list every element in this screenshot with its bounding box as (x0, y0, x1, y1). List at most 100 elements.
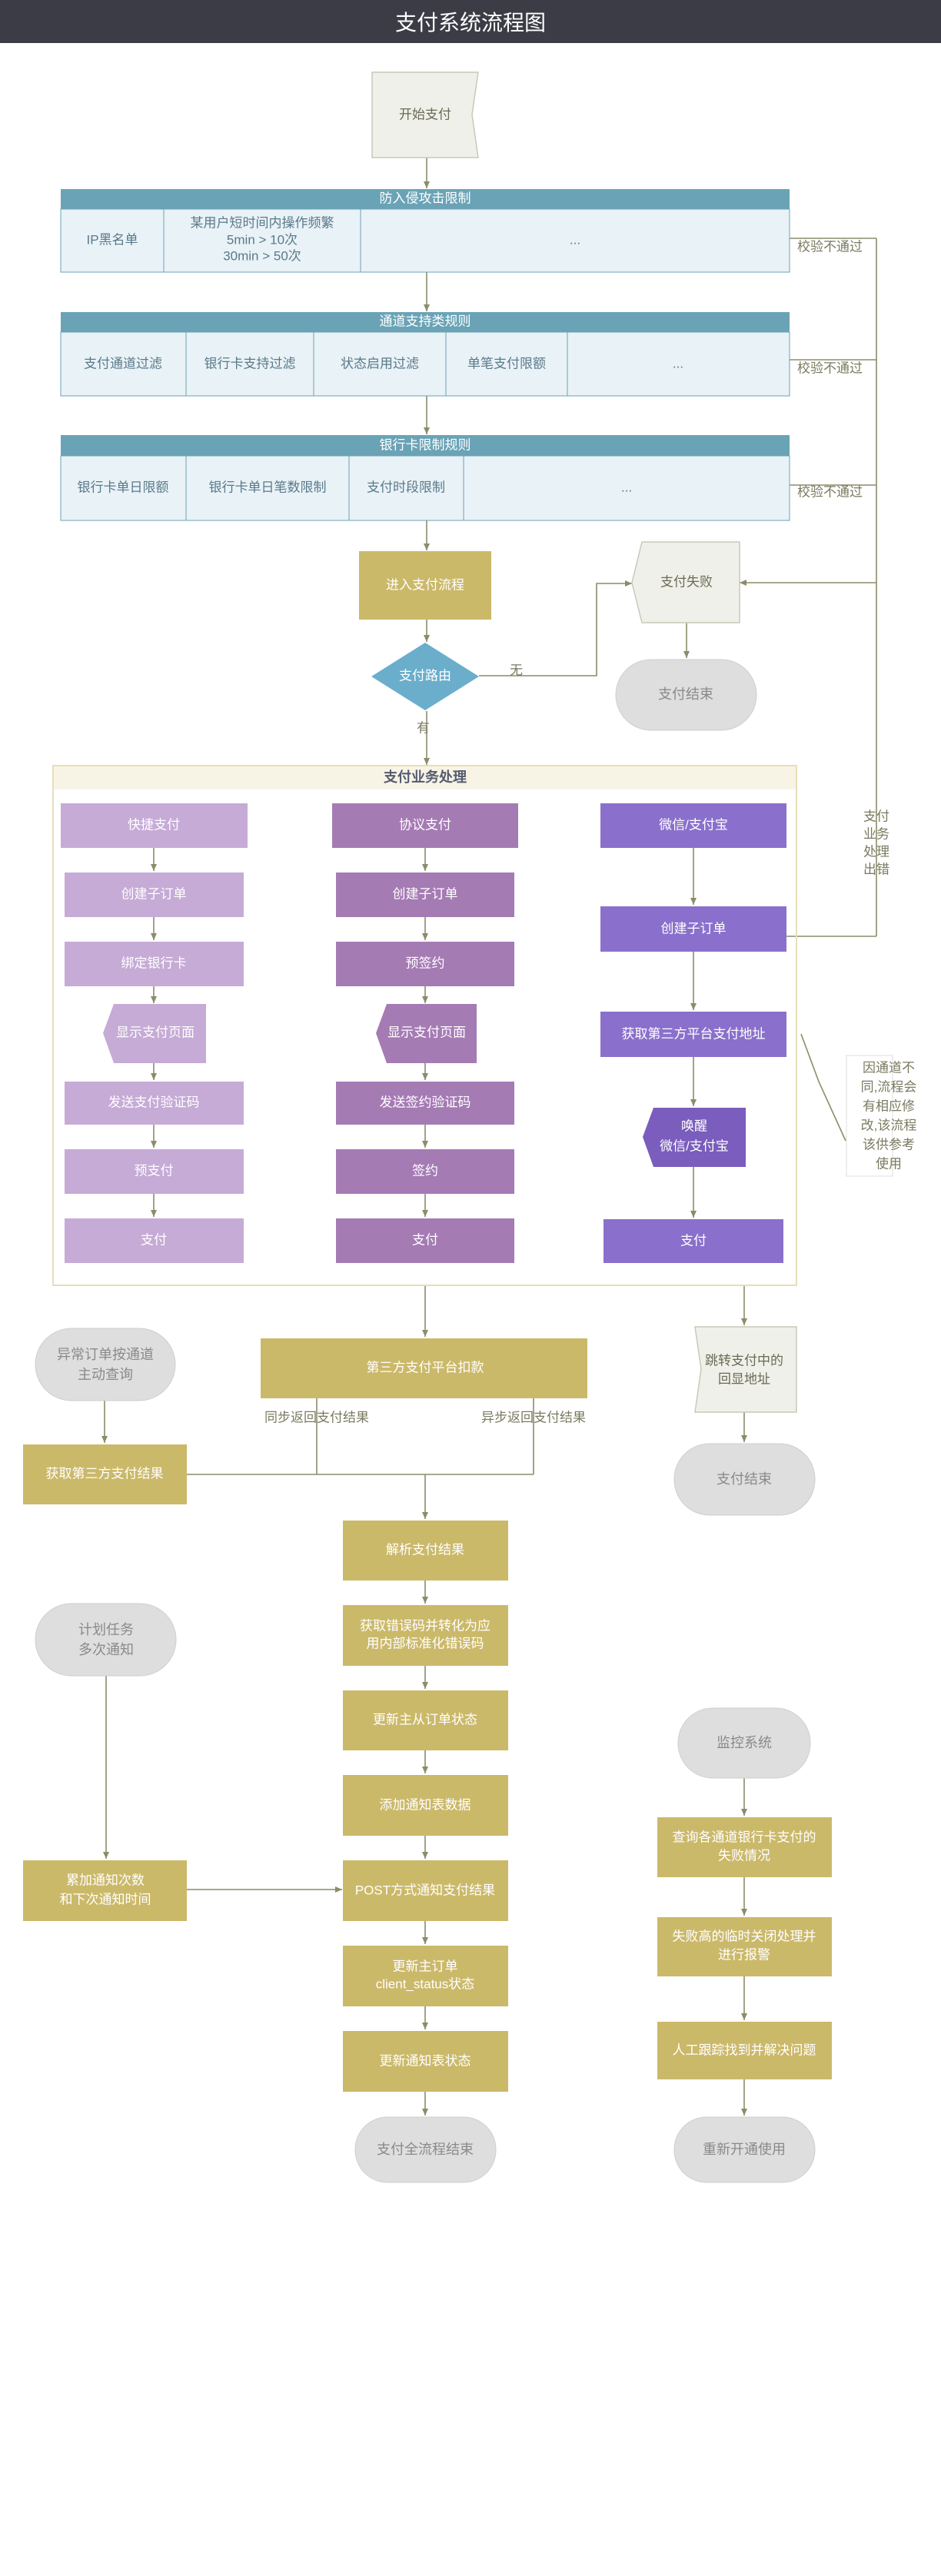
svg-text:校验不通过: 校验不通过 (797, 239, 863, 254)
note-box: 因通道不 同,流程会 有相应修 改,该流程 该供参考 使用 (846, 1055, 917, 1177)
svg-text:多次通知: 多次通知 (78, 1642, 134, 1657)
svg-text:...: ... (570, 232, 580, 247)
svg-text:解析支付结果: 解析支付结果 (386, 1542, 464, 1557)
svg-text:处理: 处理 (863, 844, 889, 859)
business-col-protocol: 协议支付 创建子订单 预签约 显示支付页面 发送签约验证码 签约 支付 (332, 803, 518, 1263)
svg-text:使用: 使用 (876, 1155, 902, 1171)
svg-text:支付业务处理: 支付业务处理 (383, 769, 467, 785)
business-col-quick: 快捷支付 创建子订单 绑定银行卡 显示支付页面 发送支付验证码 预支付 支付 (61, 803, 248, 1263)
enter-flow-node: 进入支付流程 (359, 551, 491, 620)
third-party-deduct-node: 第三方支付平台扣款 同步返回支付结果 异步返回支付结果 (261, 1338, 587, 1424)
svg-text:人工跟踪找到并解决问题: 人工跟踪找到并解决问题 (673, 2043, 816, 2057)
svg-text:防入侵攻击限制: 防入侵攻击限制 (380, 191, 471, 205)
svg-text:获取第三方支付结果: 获取第三方支付结果 (46, 1466, 164, 1481)
pay-end-node: 支付结束 (615, 659, 757, 731)
svg-text:协议支付: 协议支付 (399, 817, 451, 832)
svg-text:更新通知表状态: 更新通知表状态 (380, 2053, 471, 2068)
svg-text:改,该流程: 改,该流程 (861, 1118, 917, 1132)
svg-text:支付路由: 支付路由 (399, 668, 451, 683)
svg-text:5min > 10次: 5min > 10次 (227, 232, 298, 247)
svg-text:失败高的临时关闭处理并: 失败高的临时关闭处理并 (673, 1929, 816, 1943)
svg-text:...: ... (621, 480, 632, 494)
svg-text:银行卡支持过滤: 银行卡支持过滤 (204, 356, 296, 371)
svg-text:校验不通过: 校验不通过 (797, 361, 863, 375)
redirect-end-node: 支付结束 (673, 1443, 816, 1516)
svg-text:计划任务: 计划任务 (78, 1622, 134, 1637)
svg-text:通道支持类规则: 通道支持类规则 (380, 314, 471, 328)
business-frame: 支付业务处理 (52, 765, 797, 1286)
svg-text:回显地址: 回显地址 (718, 1371, 770, 1386)
svg-text:更新主订单: 更新主订单 (393, 1959, 458, 1973)
svg-text:添加通知表数据: 添加通知表数据 (380, 1797, 471, 1812)
monitor-steps: 查询各通道银行卡支付的 失败情况 失败高的临时关闭处理并 进行报警 人工跟踪找到… (657, 1817, 832, 2079)
svg-text:重新开通使用: 重新开通使用 (703, 2142, 786, 2157)
svg-text:用内部标准化错误码: 用内部标准化错误码 (367, 1636, 484, 1650)
abnormal-query-node: 异常订单按通道 主动查询 (35, 1328, 176, 1401)
svg-text:第三方支付平台扣款: 第三方支付平台扣款 (367, 1360, 484, 1374)
svg-text:client_status状态: client_status状态 (376, 1976, 475, 1991)
svg-text:唤醒: 唤醒 (681, 1118, 707, 1133)
svg-text:查询各通道银行卡支付的: 查询各通道银行卡支付的 (673, 1830, 816, 1844)
svg-text:30min > 50次: 30min > 50次 (223, 248, 301, 263)
business-error-label: 支付 业务 处理 出错 (863, 809, 889, 876)
business-col-wechat-alipay: 微信/支付宝 创建子订单 获取第三方平台支付地址 唤醒 微信/支付宝 支付 (600, 803, 786, 1263)
svg-text:创建子订单: 创建子订单 (393, 886, 458, 901)
svg-text:预签约: 预签约 (406, 956, 445, 970)
rule-group-bankcard: 银行卡限制规则 银行卡单日限额 银行卡单日笔数限制 支付时段限制 ... 校验不… (60, 435, 863, 521)
svg-text:银行卡单日笔数限制: 银行卡单日笔数限制 (209, 480, 327, 494)
start-node: 开始支付 (371, 71, 479, 158)
all-end-node: 支付全流程结束 (354, 2116, 497, 2183)
svg-text:支付结束: 支付结束 (717, 1471, 772, 1487)
svg-text:支付: 支付 (863, 809, 889, 823)
svg-text:监控系统: 监控系统 (717, 1735, 772, 1750)
svg-text:业务: 业务 (863, 826, 889, 841)
svg-text:校验不通过: 校验不通过 (797, 484, 863, 499)
svg-text:获取第三方平台支付地址: 获取第三方平台支付地址 (622, 1026, 766, 1041)
svg-text:显示支付页面: 显示支付页面 (116, 1025, 195, 1039)
svg-text:进入支付流程: 进入支付流程 (386, 577, 464, 592)
svg-text:微信/支付宝: 微信/支付宝 (660, 1138, 729, 1153)
svg-text:无: 无 (510, 663, 523, 677)
svg-text:支付通道过滤: 支付通道过滤 (84, 356, 162, 371)
svg-text:状态启用过滤: 状态启用过滤 (341, 356, 419, 371)
svg-text:某用户短时间内操作频繁: 某用户短时间内操作频繁 (191, 215, 334, 230)
svg-text:同步返回支付结果: 同步返回支付结果 (264, 1410, 369, 1424)
svg-text:异常订单按通道: 异常订单按通道 (57, 1347, 154, 1362)
svg-text:累加通知次数: 累加通知次数 (66, 1873, 145, 1887)
route-decision: 支付路由 无 有 (371, 643, 523, 735)
svg-text:银行卡限制规则: 银行卡限制规则 (380, 437, 471, 452)
reopen-node: 重新开通使用 (673, 2116, 816, 2183)
svg-text:更新主从订单状态: 更新主从订单状态 (373, 1712, 477, 1727)
svg-text:POST方式通知支付结果: POST方式通知支付结果 (355, 1883, 495, 1897)
svg-text:该供参考: 该供参考 (863, 1137, 915, 1152)
svg-text:单笔支付限额: 单笔支付限额 (467, 356, 546, 371)
svg-text:和下次通知时间: 和下次通知时间 (60, 1892, 151, 1906)
svg-text:主动查询: 主动查询 (78, 1367, 133, 1382)
svg-text:发送签约验证码: 发送签约验证码 (380, 1095, 471, 1109)
svg-text:有相应修: 有相应修 (863, 1099, 915, 1113)
rule-group-anti-attack: 防入侵攻击限制 IP黑名单 某用户短时间内操作频繁 5min > 10次 30m… (60, 189, 863, 273)
main-steps: 解析支付结果 获取错误码并转化为应 用内部标准化错误码 更新主从订单状态 添加通… (343, 1521, 508, 2092)
svg-text:同,流程会: 同,流程会 (861, 1079, 917, 1094)
svg-text:显示支付页面: 显示支付页面 (387, 1025, 466, 1039)
svg-text:签约: 签约 (412, 1163, 438, 1178)
svg-text:支付全流程结束: 支付全流程结束 (377, 2142, 474, 2157)
svg-text:支付: 支付 (412, 1232, 438, 1247)
svg-text:支付结束: 支付结束 (658, 686, 713, 702)
svg-text:绑定银行卡: 绑定银行卡 (121, 956, 187, 970)
svg-text:获取错误码并转化为应: 获取错误码并转化为应 (360, 1618, 490, 1633)
svg-text:跳转支付中的: 跳转支付中的 (705, 1353, 783, 1368)
svg-text:开始支付: 开始支付 (399, 107, 451, 121)
svg-text:有: 有 (417, 720, 430, 735)
plan-task-node: 计划任务 多次通知 (35, 1603, 177, 1677)
page-title: 支付系统流程图 (0, 0, 941, 43)
svg-text:异步返回支付结果: 异步返回支付结果 (481, 1410, 586, 1424)
svg-text:预支付: 预支付 (135, 1163, 174, 1178)
get-third-result-node: 获取第三方支付结果 (23, 1444, 187, 1504)
rule-group-channel: 通道支持类规则 支付通道过滤 银行卡支持过滤 状态启用过滤 单笔支付限额 ...… (60, 312, 863, 397)
svg-text:支付时段限制: 支付时段限制 (367, 480, 445, 494)
pay-fail-node: 支付失败 (631, 541, 740, 623)
svg-text:发送支付验证码: 发送支付验证码 (108, 1095, 200, 1109)
redirect-node: 跳转支付中的 回显地址 (694, 1326, 797, 1413)
svg-text:快捷支付: 快捷支付 (128, 817, 180, 832)
